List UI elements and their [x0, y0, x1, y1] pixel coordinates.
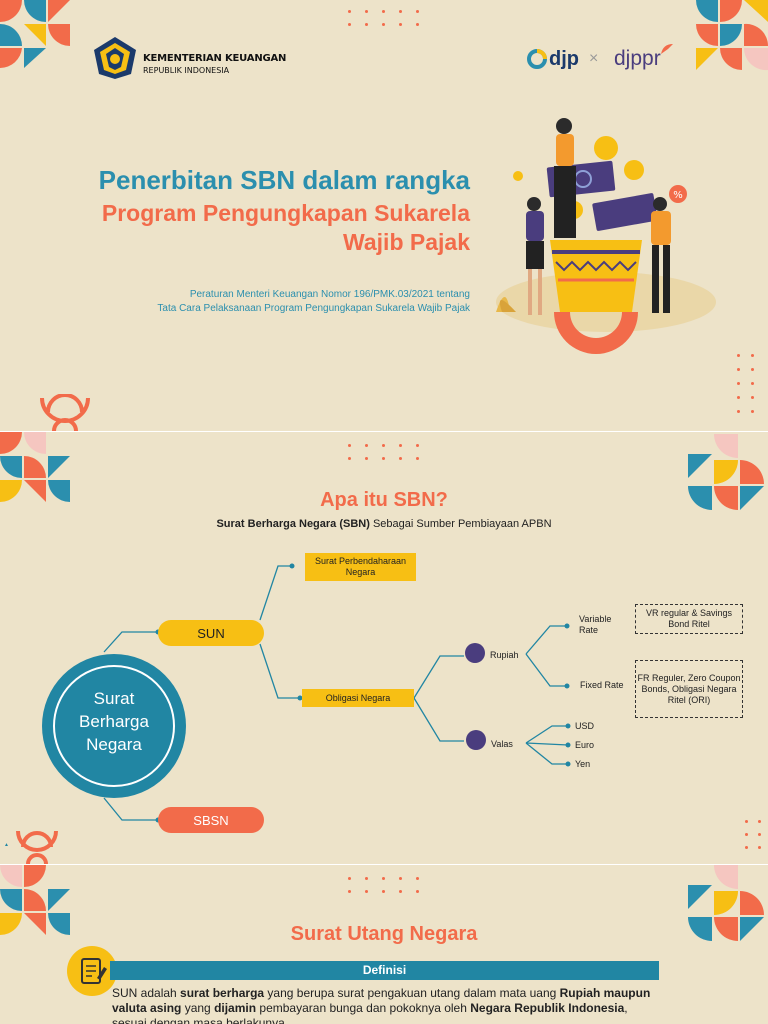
corner-pattern-left — [0, 432, 70, 502]
obligasi-box: Obligasi Negara — [302, 689, 414, 707]
rupiah-node — [465, 643, 485, 663]
ministry-subname: REPUBLIK INDONESIA — [143, 66, 230, 75]
spn-box: Surat Perbendaharaan Negara — [305, 553, 416, 581]
sbn-subheading-bold: Surat Berharga Negara (SBN) — [216, 518, 370, 530]
cover-title-line2-text: Program Pengungkapan Sukarela — [101, 200, 470, 226]
vr-box: VR regular & Savings Bond Ritel — [635, 604, 743, 634]
rupiah-label: Rupiah — [490, 650, 519, 660]
coin-percent-label: % — [673, 190, 683, 201]
definisi-bold-run: Rupiah maupun valuta asing — [112, 986, 651, 1015]
corner-pattern-left3 — [0, 865, 70, 935]
corner-pattern-top-left — [0, 0, 70, 68]
sbn-root-line3: Negara — [86, 735, 142, 754]
sbn-root-line1: Surat — [93, 689, 135, 708]
decor-dots-top — [348, 10, 419, 26]
slide-apa-itu-sbn: Apa itu SBN? Surat Berharga Negara (SBN)… — [0, 432, 768, 864]
definisi-text-run: yang — [181, 1001, 215, 1015]
djppr-logo-text: djppr — [614, 47, 661, 70]
sun-pill: SUN — [158, 620, 264, 646]
currency-yen: Yen — [575, 759, 591, 769]
sbsn-pill: SBSN — [158, 807, 264, 833]
decor-arches-bottom-left — [40, 394, 90, 431]
decor-dots-right2 — [745, 820, 761, 849]
djppr-swoosh-icon — [661, 44, 673, 54]
partner-separator: × — [589, 50, 599, 67]
decor-arches-bottom-left2 — [16, 830, 58, 864]
definisi-text-run: , sesuai dengan masa berlakunya. — [112, 1001, 628, 1024]
cover-subtitle-line2: Tata Cara Pelaksanaan Program Pengungkap… — [157, 303, 470, 314]
kemenkeu-emblem-icon — [94, 37, 136, 79]
cover-title-line3-text: Wajib Pajak — [343, 229, 470, 255]
definisi-text-run: pembayaran bunga dan pokoknya oleh — [256, 1001, 471, 1015]
illustration-people-money: % — [496, 118, 716, 354]
definisi-bold-run: surat berharga — [180, 986, 265, 1000]
slide-surat-utang-negara: Surat Utang Negara Definisi SUN adalah s… — [0, 865, 768, 1024]
currency-usd: USD — [575, 721, 595, 731]
decor-dots-top2 — [348, 444, 419, 460]
definisi-paragraph: SUN adalah surat berharga yang berupa su… — [112, 986, 657, 1024]
definisi-bar: Definisi — [110, 961, 659, 980]
sbn-tree-connectors — [103, 563, 571, 823]
sbn-heading: Apa itu SBN? — [320, 489, 448, 511]
cover-title-line1: Penerbitan SBN dalam rangka — [98, 165, 470, 195]
valas-label: Valas — [491, 739, 513, 749]
decor-dots-right — [737, 354, 754, 413]
fixed-rate-label: Fixed Rate — [580, 680, 624, 690]
definisi-bold-run: dijamin — [214, 1001, 257, 1015]
slide-cover: KEMENTERIAN KEUANGAN REPUBLIK INDONESIA … — [0, 0, 768, 431]
corner-pattern-right — [688, 434, 764, 510]
djp-logo-icon — [527, 49, 547, 69]
valas-node — [466, 730, 486, 750]
sbn-subheading: Surat Berharga Negara (SBN) Sebagai Sumb… — [0, 518, 768, 530]
fr-box: FR Reguler, Zero Coupon Bonds, Obligasi … — [635, 660, 743, 718]
sbn-root-label: Surat Berharga Negara — [40, 687, 188, 756]
sbn-subheading-rest: Sebagai Sumber Pembiayaan APBN — [369, 518, 552, 530]
corner-pattern-right3 — [688, 865, 764, 941]
sun-heading: Surat Utang Negara — [290, 923, 478, 945]
djp-logo-text: djp — [549, 48, 579, 70]
cover-title-line2: Program Pengungkapan Sukarela Wajib Paja… — [102, 199, 470, 257]
cover-subtitle-line1: Peraturan Menteri Keuangan Nomor 196/PMK… — [189, 289, 470, 300]
variable-rate-label: Variable Rate — [579, 614, 612, 635]
definisi-text-run: SUN adalah — [112, 986, 181, 1000]
cover-subtitle: Peraturan Menteri Keuangan Nomor 196/PMK… — [157, 288, 470, 316]
tiny-mark: ▲ — [4, 842, 9, 848]
definisi-text-run: yang berupa surat pengakuan utang dalam … — [264, 986, 560, 1000]
ministry-name: KEMENTERIAN KEUANGAN — [143, 53, 287, 64]
definisi-bold-run: Negara Republik Indonesia — [470, 1001, 625, 1015]
corner-pattern-top-right — [696, 0, 768, 71]
sbn-root-line2: Berharga — [79, 712, 149, 731]
decor-dots-top3 — [348, 877, 419, 893]
notepad-icon — [67, 946, 117, 996]
currency-euro: Euro — [575, 740, 595, 750]
sbn-root-circle — [42, 654, 186, 798]
